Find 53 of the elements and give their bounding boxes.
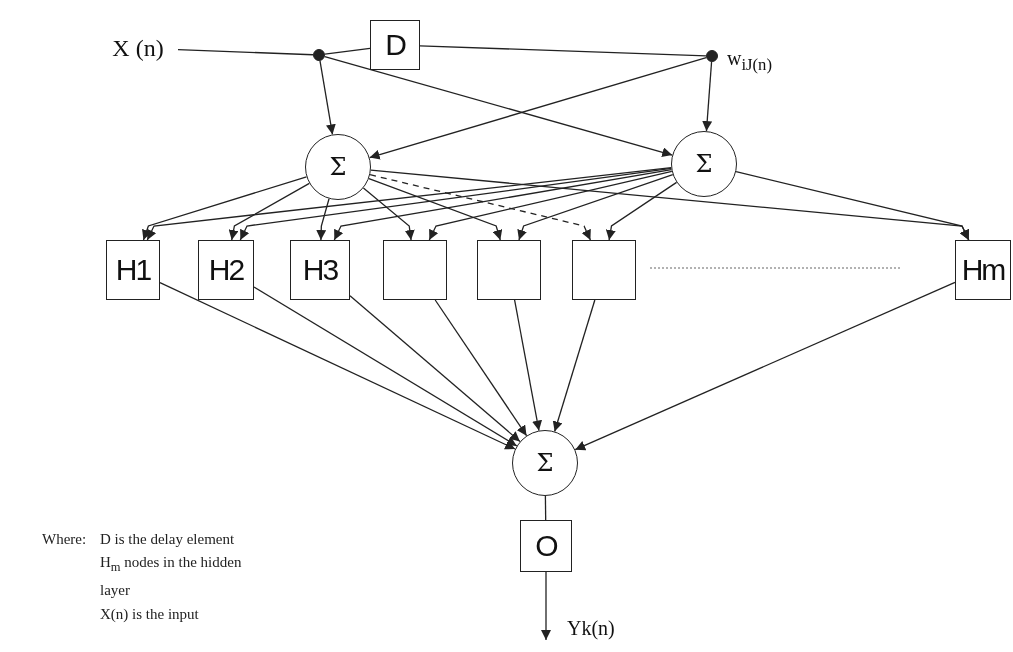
note-text: X(n) is the input: [100, 605, 200, 624]
arrow: [239, 167, 672, 241]
arrow: [370, 169, 970, 241]
arrow: [368, 177, 503, 241]
node-label: H1: [115, 253, 151, 287]
summation-circle: [512, 430, 578, 496]
arrow: [362, 187, 415, 241]
arrow: [434, 299, 528, 437]
neuron-box: [106, 240, 160, 300]
arrow: [159, 282, 516, 450]
arrow: [605, 181, 678, 241]
arrow: [552, 299, 596, 433]
arrow: [324, 56, 673, 158]
empty-neuron-box: [477, 240, 541, 300]
node-label: D: [385, 28, 405, 62]
empty-neuron-box: [572, 240, 636, 300]
node-caption: Yk(n): [567, 617, 615, 640]
arrow: [369, 174, 592, 241]
note-text: D is the delay element: [100, 530, 236, 549]
arrow: [142, 176, 308, 241]
node-label: X (n): [112, 34, 164, 62]
node-caption: w$_{iJ(n)}$: [727, 47, 772, 75]
arrow: [333, 168, 673, 241]
node-label: H3: [302, 253, 338, 287]
neuron-box: [370, 20, 420, 70]
sigma-symbol: Σ: [695, 150, 713, 178]
arrow: [228, 182, 310, 241]
arrow: [541, 571, 551, 641]
node-label: O: [535, 529, 557, 563]
summation-circle: [305, 134, 371, 200]
arrow: [253, 286, 518, 447]
arrow: [349, 295, 521, 443]
empty-neuron-box: [383, 240, 447, 300]
note-text: H$_{m}$ nodes in the hidden layer: [100, 553, 243, 600]
neuron-box: [290, 240, 350, 300]
arrow: [428, 170, 673, 241]
junction-dot: [313, 49, 325, 61]
arrow: [735, 171, 970, 241]
node-label: H2: [208, 253, 244, 287]
arrow: [513, 299, 543, 432]
arrow: [369, 57, 707, 160]
neuron-box: [955, 240, 1011, 300]
sigma-symbol: Σ: [329, 153, 347, 181]
note-text: Where:: [42, 530, 88, 549]
arrow: [574, 281, 956, 451]
arrow: [517, 174, 674, 241]
arrow: [319, 60, 336, 136]
arrow: [146, 167, 672, 241]
sigma-symbol: Σ: [536, 449, 554, 477]
neuron-box: [198, 240, 254, 300]
arrow: [316, 198, 330, 241]
node-label: Hm: [961, 253, 1005, 287]
arrow: [702, 61, 713, 132]
